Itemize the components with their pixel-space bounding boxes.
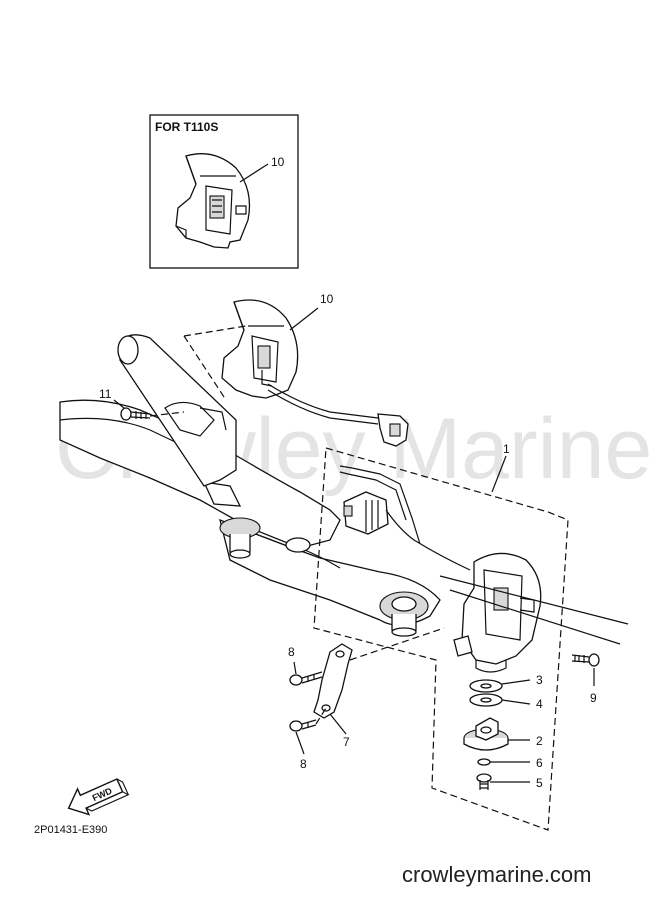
callout-10-main: 10 — [320, 292, 334, 306]
inset-title: FOR T110S — [155, 120, 218, 134]
part-8-screw-upper[interactable] — [289, 671, 323, 686]
callout-9: 9 — [590, 691, 597, 705]
diagram-code: 2P01431-E390 — [34, 824, 107, 836]
callout-7: 7 — [343, 735, 350, 749]
inset-box: FOR T110S 10 — [149, 114, 299, 269]
callout-4: 4 — [536, 697, 543, 711]
callout-1: 1 — [503, 442, 510, 456]
part-7-clamp[interactable] — [313, 643, 353, 719]
part-4-washer[interactable] — [469, 693, 503, 707]
part-3-washer[interactable] — [469, 679, 503, 693]
inset-part-10-cover[interactable] — [175, 153, 251, 249]
callout-5: 5 — [536, 776, 543, 790]
callout-3: 3 — [536, 673, 543, 687]
callout-8-upper: 8 — [288, 645, 295, 659]
part-8-screw-lower[interactable] — [289, 719, 317, 732]
part-6-lockwasher[interactable] — [477, 758, 491, 766]
fwd-arrow-icon: FWD — [67, 778, 130, 816]
switch-harness — [339, 465, 471, 571]
callout-2: 2 — [536, 734, 543, 748]
wire-harness-10 — [267, 383, 409, 447]
assembly-1-boundary — [313, 447, 569, 831]
callout-6: 6 — [536, 756, 543, 770]
callout-10-inset: 10 — [271, 155, 285, 169]
callout-8-lower: 8 — [300, 757, 307, 771]
part-5-screw[interactable] — [476, 773, 492, 790]
switch-body[interactable] — [453, 552, 542, 673]
part-9-screw[interactable] — [571, 653, 600, 667]
part-2-actuator[interactable] — [463, 717, 509, 751]
callout-11: 11 — [99, 387, 112, 401]
footer-site: crowleymarine.com — [402, 862, 592, 887]
part-11-screw[interactable] — [120, 407, 151, 421]
steering-handle — [117, 334, 237, 487]
part-10-cover[interactable] — [221, 299, 299, 399]
